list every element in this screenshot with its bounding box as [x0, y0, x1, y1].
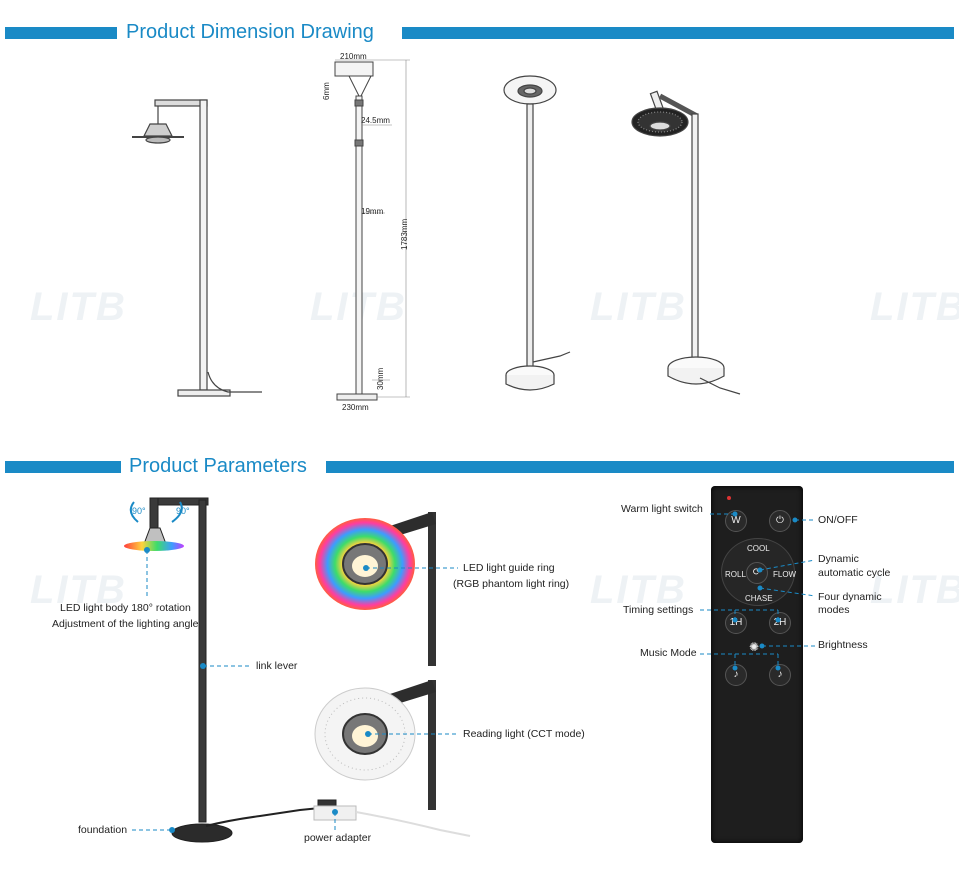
chase-mode-label: CHASE: [745, 594, 773, 603]
dynamic-label-1: Dynamic: [818, 553, 859, 565]
rotation-label-1: LED light body 180° rotation: [60, 602, 191, 614]
watermark: LITB: [870, 285, 959, 329]
roll-mode-label: ROLL: [725, 570, 746, 579]
music-mode-label: Music Mode: [640, 647, 697, 659]
watermark: LITB: [30, 285, 127, 329]
reading-light-label: Reading light (CCT mode): [463, 728, 585, 740]
watermark: LITB: [30, 568, 127, 612]
warm-switch-label: Warm light switch: [621, 503, 703, 515]
lamp-side-drawing: [132, 99, 262, 397]
lamp-dimension-drawing: [334, 59, 410, 401]
on-off-label: ON/OFF: [818, 514, 858, 526]
timer-2h-button[interactable]: 2H: [769, 612, 791, 634]
cycle-button[interactable]: ⟳: [746, 562, 768, 584]
power-adapter-label: power adapter: [304, 832, 372, 844]
brightness-icon[interactable]: ✺: [749, 640, 760, 654]
rotation-label-2: Adjustment of the lighting angle: [52, 618, 199, 630]
power-button[interactable]: ⏻: [769, 510, 791, 532]
flow-mode-label: FLOW: [773, 570, 797, 579]
dim-lower-pole: 19mm: [361, 207, 384, 216]
section-bar-right: [402, 27, 954, 39]
lamp-front-render: [503, 75, 571, 391]
timer-1h-button[interactable]: 1H: [725, 612, 747, 634]
watermark: LITB: [870, 568, 959, 612]
section-title-parameters: Product Parameters: [123, 455, 313, 478]
dim-base-width: 230mm: [342, 403, 369, 412]
brightness-label: Brightness: [818, 639, 868, 651]
section-bar-left: [5, 27, 117, 39]
guide-ring-label-2: (RGB phantom light ring): [453, 578, 570, 590]
dim-top-width: 210mm: [340, 52, 367, 61]
music-1-button[interactable]: ♪: [725, 664, 747, 686]
section-bar-right: [326, 461, 954, 473]
rotation-badge-left: 90°: [132, 506, 146, 516]
section-bar-left: [5, 461, 121, 473]
link-lever-label: link lever: [256, 660, 298, 672]
remote-indicator-led: [727, 496, 731, 500]
foundation-label: foundation: [78, 824, 128, 836]
watermark: LITB: [590, 568, 687, 612]
dynamic-label-2: automatic cycle: [818, 567, 891, 579]
guide-ring-label-1: LED light guide ring: [463, 562, 555, 574]
section-title-dimension: Product Dimension Drawing: [120, 21, 380, 44]
rotation-badge-right: 90°: [176, 506, 190, 516]
timing-label: Timing settings: [623, 604, 694, 616]
dim-upper-pole: 24.5mm: [361, 116, 390, 125]
watermark: LITB: [590, 285, 687, 329]
remote-control: W ⏻ COOL ROLL FLOW CHASE ⟳ 1H 2H ✺ ♪ ♪: [711, 486, 803, 843]
warm-light-button[interactable]: W: [725, 510, 747, 532]
four-modes-label-1: Four dynamic: [818, 591, 882, 603]
music-2-button[interactable]: ♪: [769, 664, 791, 686]
four-modes-label-2: modes: [818, 604, 850, 616]
cool-mode-label: COOL: [747, 544, 770, 553]
lamp-angled-render: [631, 90, 741, 395]
